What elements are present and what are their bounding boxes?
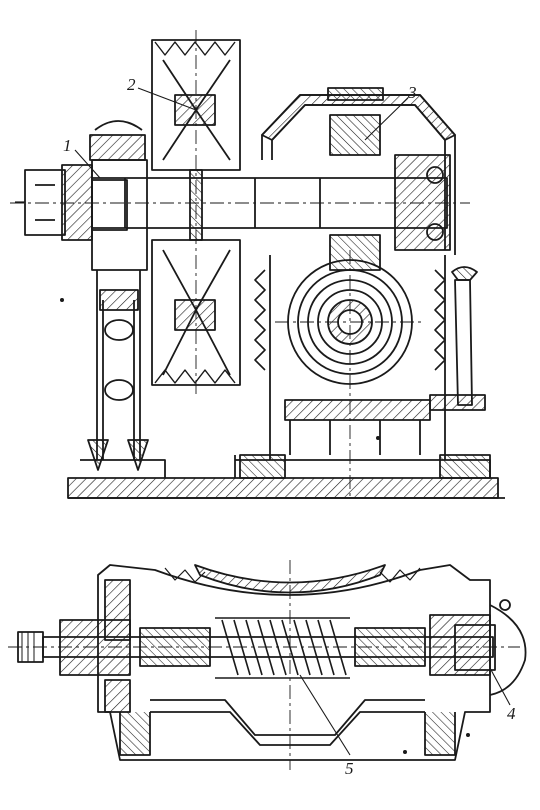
worm-shaft — [8, 560, 520, 770]
leader-3 — [364, 97, 409, 141]
gearbox-housing — [261, 87, 456, 460]
upper-section-view — [10, 30, 505, 500]
leader-4 — [489, 667, 511, 706]
callout-1: 1 — [63, 136, 72, 155]
base-frame — [67, 454, 505, 499]
worm-wheel — [254, 250, 446, 500]
main-shaft — [10, 177, 470, 229]
lower-section-view — [8, 560, 527, 770]
leader-5 — [299, 674, 351, 756]
left-bearing-pedestal — [87, 120, 149, 471]
callout-3: 3 — [408, 83, 417, 102]
right-lever — [429, 266, 486, 411]
left-coupling — [15, 164, 128, 241]
leader-1 — [74, 149, 101, 179]
lower-housing — [97, 564, 491, 761]
leader-2 — [137, 87, 197, 111]
v-belt-pulley — [151, 30, 241, 395]
worm-threads — [215, 617, 350, 679]
callout-2: 2 — [127, 75, 136, 94]
right-end-cap — [454, 599, 527, 696]
callout-4: 4 — [507, 704, 516, 723]
callout-5: 5 — [345, 759, 354, 778]
